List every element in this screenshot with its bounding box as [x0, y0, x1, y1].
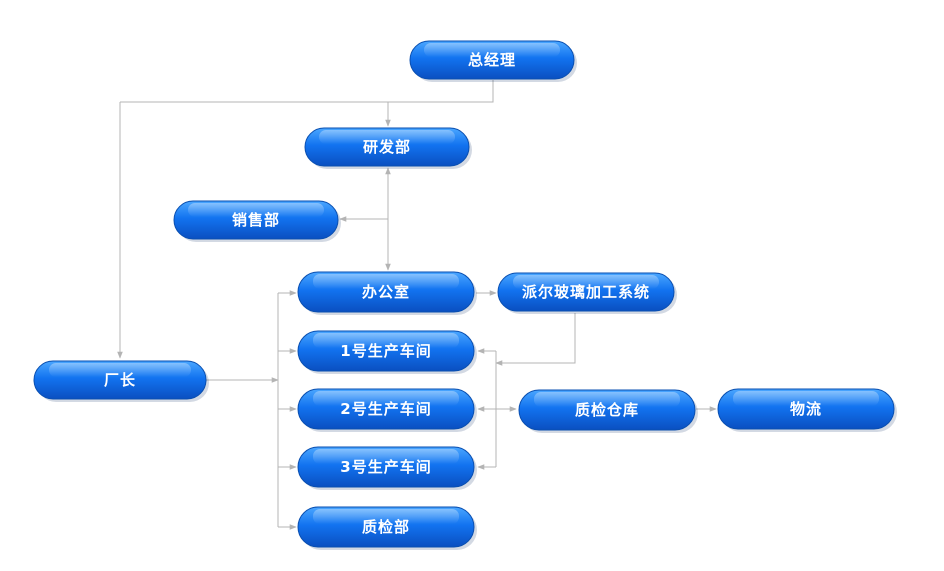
node-sales-label: 销售部	[232, 211, 280, 229]
connector-glass-system-down	[495, 313, 576, 366]
node-factory-director-label: 厂长	[104, 371, 136, 389]
node-qc-dept-label: 质检部	[362, 518, 410, 536]
node-workshop-1-label: 1号生产车间	[340, 342, 431, 360]
node-workshop-2-label: 2号生产车间	[340, 400, 431, 418]
node-factory-director[interactable]: 厂长	[33, 360, 209, 402]
node-office[interactable]: 办公室	[297, 271, 477, 315]
connectors	[117, 80, 717, 530]
nodes: 总经理 研发部 销售部 办公室 派尔玻璃加工系统	[33, 40, 897, 550]
node-rnd[interactable]: 研发部	[304, 127, 472, 169]
node-rnd-label: 研发部	[363, 138, 411, 156]
node-workshop-1[interactable]: 1号生产车间	[297, 330, 477, 374]
node-glass-system-label: 派尔玻璃加工系统	[522, 283, 650, 301]
node-logistics-label: 物流	[790, 400, 822, 418]
node-logistics[interactable]: 物流	[717, 388, 897, 432]
node-general-manager[interactable]: 总经理	[409, 40, 577, 82]
node-qc-warehouse[interactable]: 质检仓库	[518, 389, 698, 433]
node-workshop-2[interactable]: 2号生产车间	[297, 388, 477, 432]
node-general-manager-label: 总经理	[468, 51, 516, 69]
node-qc-warehouse-label: 质检仓库	[575, 401, 639, 419]
node-workshop-3[interactable]: 3号生产车间	[297, 446, 477, 490]
node-workshop-3-label: 3号生产车间	[340, 458, 431, 476]
node-office-label: 办公室	[362, 283, 410, 301]
node-glass-system[interactable]: 派尔玻璃加工系统	[497, 272, 677, 314]
node-sales[interactable]: 销售部	[173, 200, 341, 242]
node-qc-dept[interactable]: 质检部	[297, 506, 477, 550]
connector-gm-branch	[120, 80, 494, 103]
